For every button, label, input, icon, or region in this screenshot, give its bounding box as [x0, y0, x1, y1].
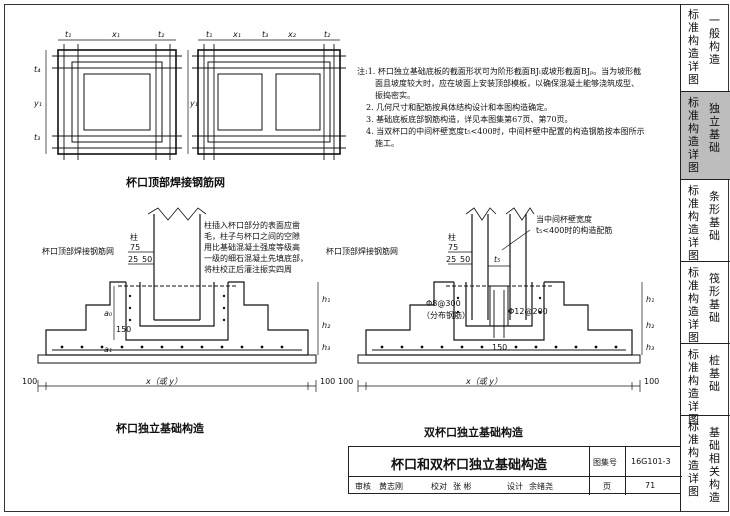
dim-100-right-right: 100 — [644, 377, 659, 386]
plan-views: t₁ x₁ t₂ t₁ x₁ t₃ x₂ t₂ t₄ y₁ t₃ y₁ — [33, 30, 346, 160]
sheet-border — [4, 4, 729, 512]
column-label: 柱 — [130, 232, 138, 242]
side-tab-left-label: 标准构造详图 — [688, 266, 699, 344]
note-line-6: 4. 当双杯口的中间杯壁宽度t₅<400时，中间杯壁中配置的构造钢筋按本图所示 — [366, 127, 645, 136]
side-tab-pile[interactable]: 标准构造详图 桩基础 — [681, 344, 730, 426]
rebar-phi8-note: （分布钢筋） — [422, 310, 470, 320]
side-panel-divider — [680, 4, 681, 512]
side-tab-right-label: 桩基础 — [709, 354, 720, 393]
middle-wall-note: 当中间杯壁宽度 t₅<400时的构造配筋 — [536, 214, 612, 236]
dim-h2-right: h₂ — [646, 321, 655, 330]
dim-t3: t₃ — [262, 30, 268, 39]
dim-x-or-y-right: x（或 y） — [465, 377, 502, 386]
atlas-number: 16G101-3 — [631, 457, 671, 466]
dim-100-left-right: 100 — [338, 377, 353, 386]
side-tab-left-label: 标准构造详图 — [688, 348, 699, 426]
dim-y1: y₁ — [33, 99, 42, 108]
annotation-line: 将柱校正后灌注振实四周 — [204, 265, 292, 274]
design-name: 余绪尧 — [529, 482, 553, 491]
annotation-line: 用比基础混凝土强度等级高 — [204, 243, 300, 252]
column-label-right: 柱 — [448, 232, 456, 242]
note-line-1: 注:1. 杯口独立基础底板的截面形状可为阶形截面BJₗ或坡形截面BJₚ。当为坡形… — [357, 67, 642, 76]
dim-75: 75 — [130, 243, 140, 252]
dim-x2: x₂ — [287, 30, 297, 39]
side-tab-related[interactable]: 标准构造详图 基础相关构造 — [681, 416, 730, 512]
side-tab-left-label: 标准构造详图 — [688, 96, 699, 174]
side-tab-left-label: 标准构造详图 — [688, 8, 699, 86]
dim-t1-b: t₁ — [206, 30, 212, 39]
dim-100-right: 100 — [320, 377, 335, 386]
dim-x1: x₁ — [111, 30, 120, 39]
middle-note-line: t₅<400时的构造配筋 — [536, 226, 613, 235]
dim-t3-v: t₃ — [34, 133, 40, 142]
dim-x1-b: x₁ — [232, 30, 241, 39]
page-label: 页 — [603, 482, 611, 491]
dim-t2-b: t₂ — [324, 30, 331, 39]
note-line-7: 施工。 — [375, 139, 399, 148]
rebar-phi12: Φ12@200 — [508, 307, 548, 316]
dim-150: 150 — [116, 325, 131, 334]
dim-50: 50 — [142, 255, 152, 264]
side-tab-strip[interactable]: 标准构造详图 条形基础 — [681, 180, 730, 262]
dim-25: 25 — [128, 255, 138, 264]
annotation-line: 一级的细石混凝土先填底部， — [204, 254, 308, 263]
dim-25-right: 25 — [446, 255, 456, 264]
check-name: 张 彬 — [453, 482, 472, 491]
dim-h1-right: h₁ — [646, 295, 654, 304]
side-tab-general[interactable]: 标准构造详图 一般构造 — [681, 4, 730, 92]
side-tab-raft[interactable]: 标准构造详图 筏形基础 — [681, 262, 730, 344]
side-tab-right-label: 筏形基础 — [709, 272, 720, 324]
note-line-5: 3. 基础底板底部钢筋构造，详见本图集第67页、第70页。 — [366, 115, 573, 124]
dim-75-right: 75 — [448, 243, 458, 252]
annotation-line: 毛，柱子与杯口之间的空隙 — [204, 232, 300, 241]
double-cup-section: 柱 75 25 50 t₅ 150 Φ8@300 （分布钢筋） Φ12@200 … — [338, 207, 659, 392]
page-number: 71 — [645, 481, 656, 490]
dim-h1: h₁ — [322, 295, 330, 304]
rebar-phi8: Φ8@300 — [426, 299, 461, 308]
dim-a1: a₀ — [104, 309, 113, 318]
dim-50-right: 50 — [460, 255, 470, 264]
note-line-2: 面且坡度较大时，应在坡面上安装顶部模板，以确保混凝土能够浇筑成型、 — [375, 79, 639, 88]
side-tab-left-label: 标准构造详图 — [688, 420, 699, 498]
mesh-label-left: 杯口顶部焊接钢筋网 — [42, 247, 114, 256]
annotation-line: 柱插入杯口部分的表面应凿 — [204, 221, 300, 230]
side-tab-right-label: 基础相关构造 — [709, 426, 720, 504]
dim-150-right: 150 — [492, 343, 507, 352]
side-tab-isolated[interactable]: 标准构造详图 独立基础 — [681, 92, 730, 180]
mesh-label-right: 杯口顶部焊接钢筋网 — [326, 247, 398, 256]
side-tab-right-label: 独立基础 — [709, 102, 720, 154]
review-name: 黄志刚 — [379, 482, 403, 491]
dim-h2: h₂ — [322, 321, 331, 330]
single-cup-caption: 杯口独立基础构造 — [116, 422, 204, 435]
title-block: 杯口和双杯口独立基础构造 图集号 16G101-3 审核 黄志刚 校对 张 彬 … — [348, 446, 682, 495]
atlas-label: 图集号 — [593, 458, 617, 467]
dim-t5: t₅ — [494, 255, 500, 264]
dim-h3-right: h₃ — [646, 343, 654, 352]
drawing-title: 杯口和双杯口独立基础构造 — [391, 458, 548, 473]
dim-y1-b: y₁ — [189, 99, 198, 108]
dim-100-left: 100 — [22, 377, 37, 386]
side-tab-right-label: 条形基础 — [709, 190, 720, 242]
middle-note-line: 当中间杯壁宽度 — [536, 215, 592, 224]
dim-t2: t₂ — [158, 30, 165, 39]
dim-x-or-y: x（或 y） — [145, 377, 182, 386]
double-cup-caption: 双杯口独立基础构造 — [424, 426, 523, 439]
note-line-4: 2. 几何尺寸和配筋按具体结构设计和本图构造确定。 — [366, 103, 553, 112]
check-label: 校对 — [431, 482, 447, 491]
single-cup-section: 柱 75 25 50 150 a₀ a₁ h₁ h₂ h₃ 100 100 x（… — [22, 207, 335, 392]
dim-a0: a₁ — [104, 345, 112, 354]
design-label: 设计 — [507, 482, 523, 491]
dim-t4: t₄ — [34, 65, 41, 74]
review-label: 审核 — [355, 482, 371, 491]
side-tab-left-label: 标准构造详图 — [688, 184, 699, 262]
note-line-3: 振捣密实。 — [375, 91, 415, 100]
plan-caption: 杯口顶部焊接钢筋网 — [126, 176, 225, 189]
dim-h3: h₃ — [322, 343, 330, 352]
single-cup-annotation: 柱插入杯口部分的表面应凿 毛，柱子与杯口之间的空隙 用比基础混凝土强度等级高 一… — [204, 220, 308, 275]
dim-t1: t₁ — [65, 30, 71, 39]
side-tab-right-label: 一般构造 — [709, 14, 720, 66]
